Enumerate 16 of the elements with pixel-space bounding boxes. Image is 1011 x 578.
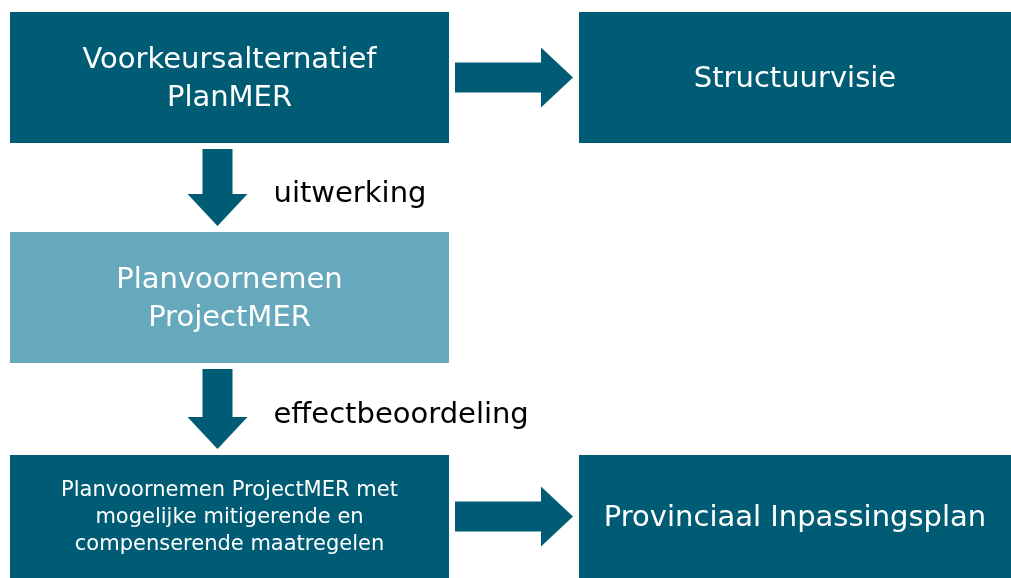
box-text: Provinciaal Inpassingsplan [603, 497, 987, 535]
box-text: Voorkeursalternatief PlanMER [81, 39, 378, 115]
edge-label: uitwerking [273, 174, 427, 209]
block-arrow [187, 149, 248, 226]
box-text: Planvoornemen ProjectMER [115, 259, 344, 335]
process-box [10, 232, 449, 363]
block-arrow [187, 369, 248, 449]
box-text: Structuurvisie [693, 58, 897, 96]
process-box [579, 12, 1011, 143]
edge-label: effectbeoordeling [273, 396, 529, 430]
process-box [10, 12, 449, 143]
process-box [10, 455, 449, 578]
process-box [579, 455, 1011, 578]
block-arrow [455, 486, 573, 547]
box-text: Planvoornemen ProjectMER met mogelijke mitigerende en compenserende maatregelen [60, 475, 399, 558]
block-arrow [455, 47, 573, 108]
